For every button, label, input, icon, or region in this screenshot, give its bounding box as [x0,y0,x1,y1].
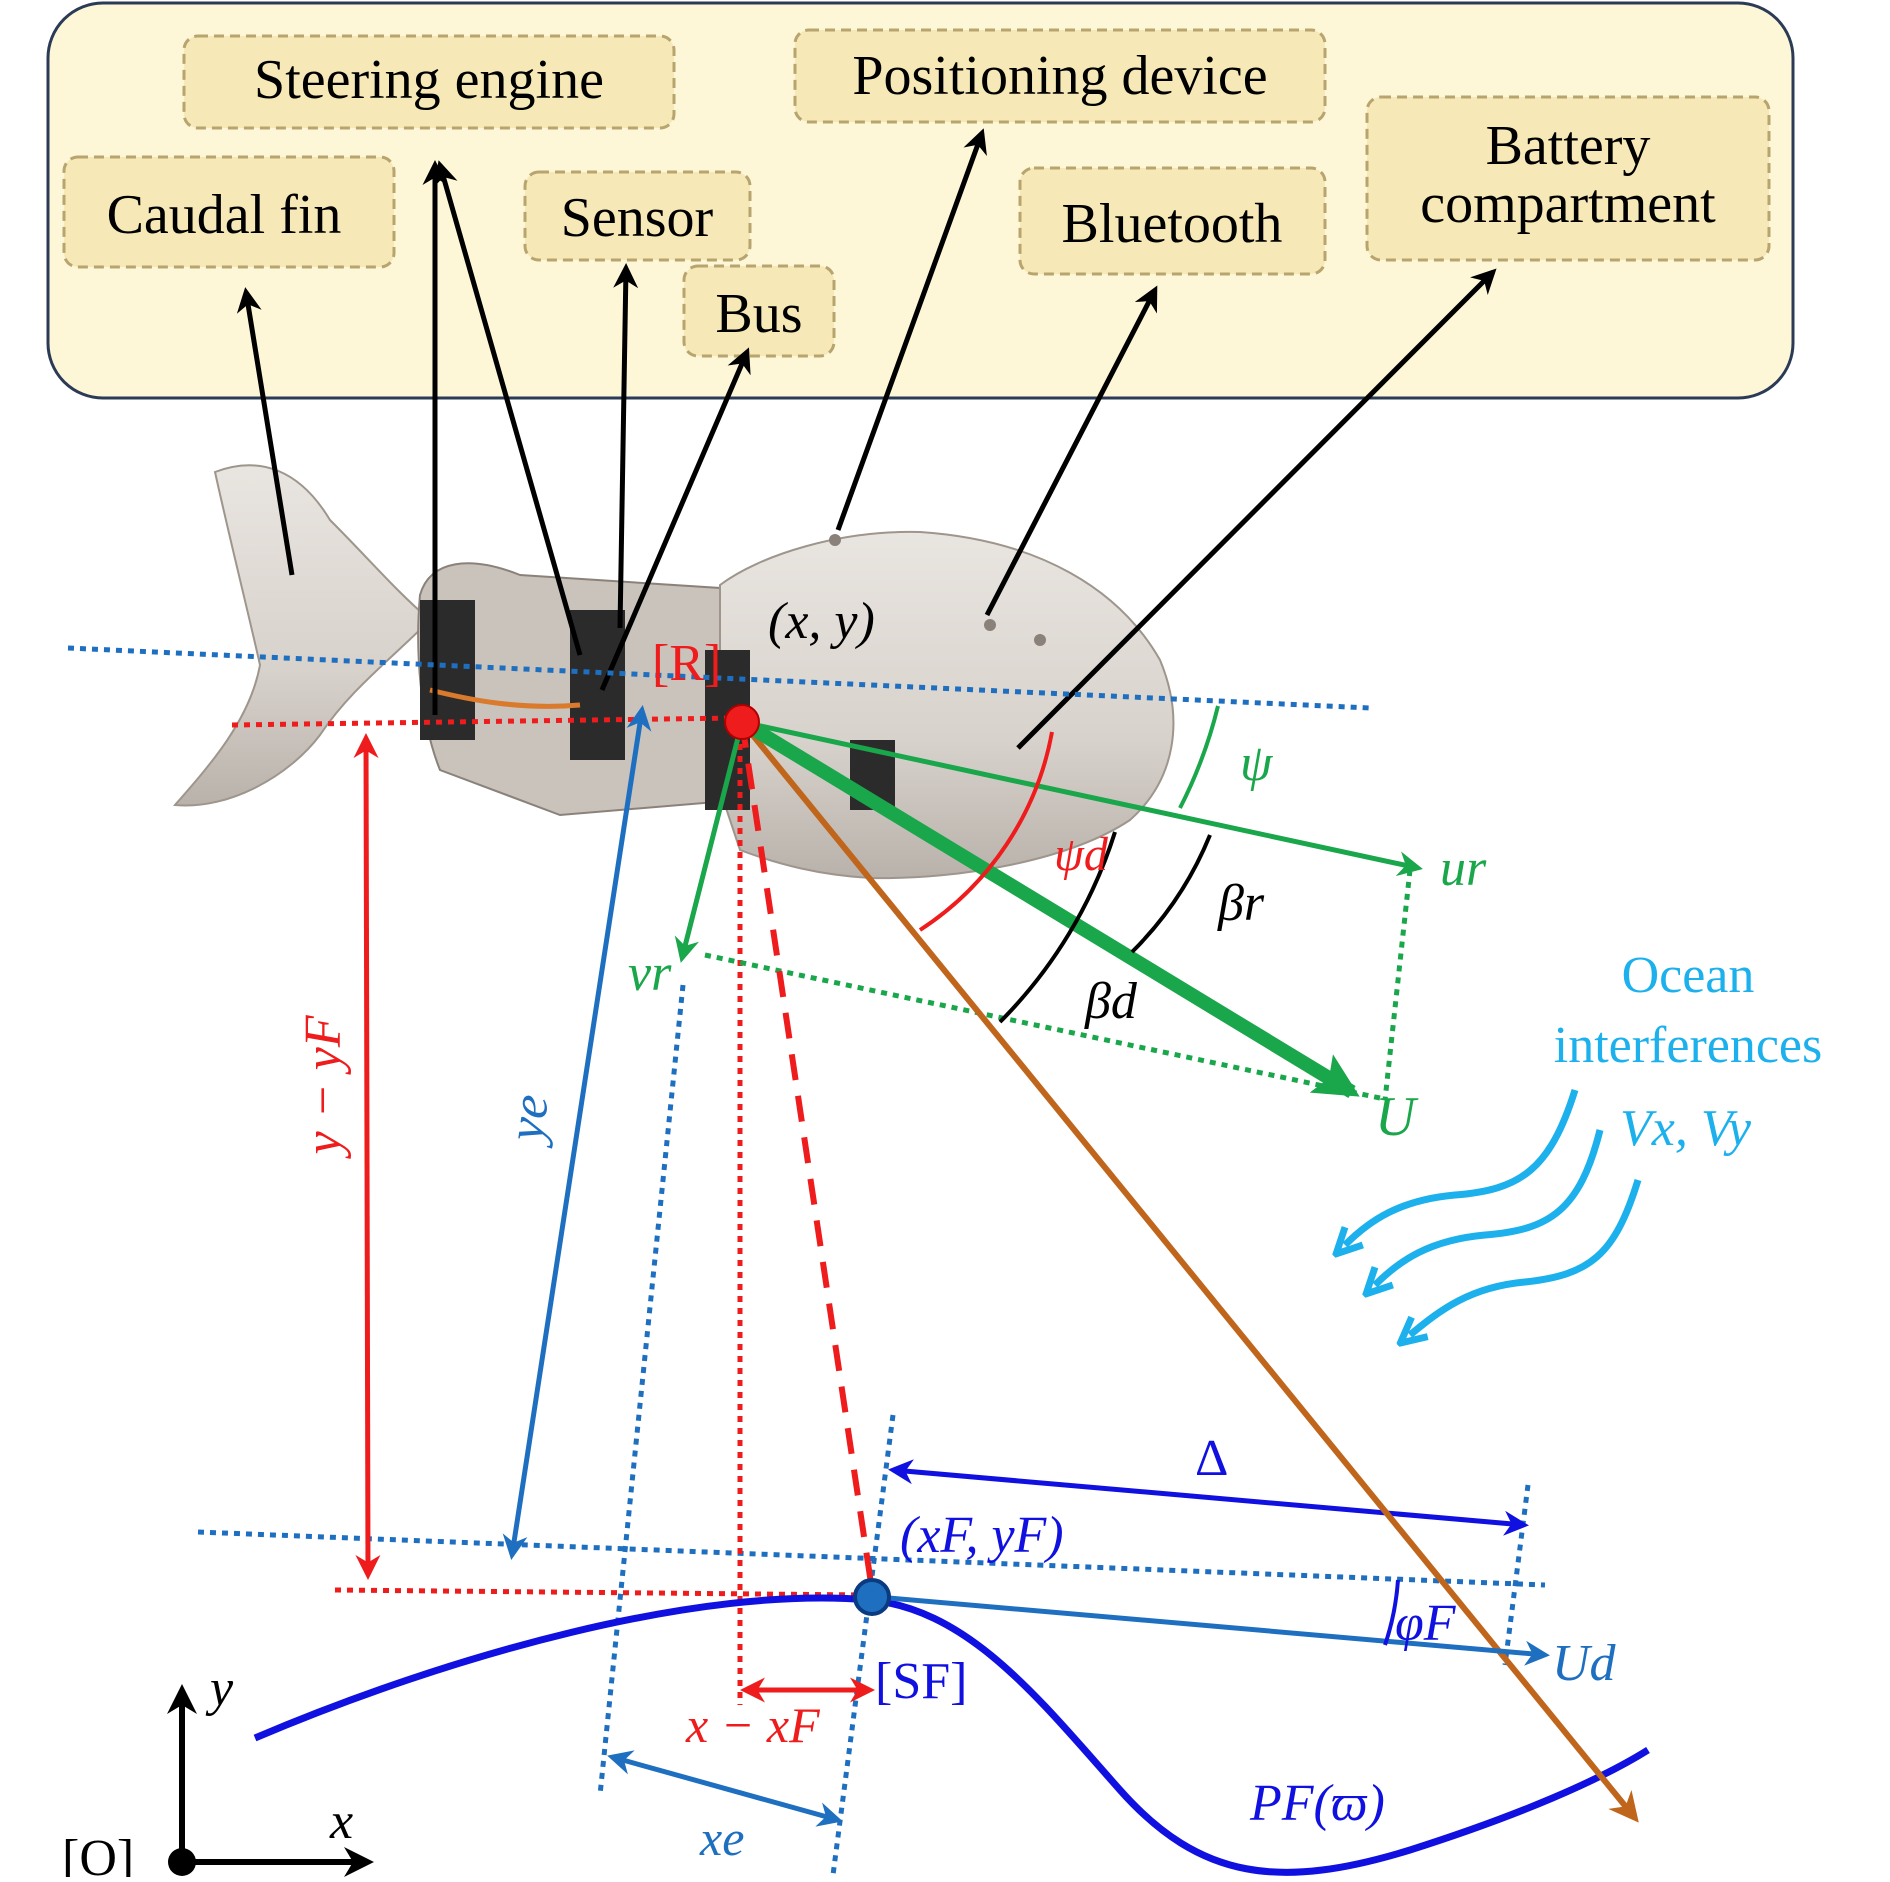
ocean-label-line2: interferences [1554,1017,1822,1074]
U-label: U [1375,1086,1419,1148]
pointer-bluetooth [984,285,1158,617]
math-labels: (x, y) [R] ψ ψd ur vr βr βd U (xF, yF) Δ… [62,593,1822,1882]
robot-fish [172,464,1175,880]
wave-2 [1375,1129,1604,1285]
positioning-device-text: Positioning device [852,45,1267,107]
screw-1 [829,534,841,546]
psi-d-label: ψd [1054,828,1109,881]
pointer-steering-engine-2 [433,160,583,656]
velocity-vectors [674,716,1639,1823]
y-error-label: y − yF [295,1014,352,1159]
ocean-vars-label: Vx, Vy [1620,1100,1752,1157]
screw-3 [1034,634,1046,646]
delta-label: Δ [1195,1430,1228,1487]
vr-label: vr [628,945,672,1002]
positioning-device-label: Positioning device [793,28,1327,124]
inertial-origin-point [168,1848,196,1876]
wave-3 [1410,1178,1642,1335]
los-line [739,721,875,1591]
caudal-fin-label: Caudal fin [62,155,396,269]
battery-line2-text: compartment [1420,173,1716,235]
U-vector [738,716,1360,1098]
xe-arrow [607,1750,843,1827]
velocity-box-side [1382,869,1413,1101]
orange-los-vector [739,720,1639,1823]
sf-normal-left [597,984,686,1796]
inertial-y-label: y [205,1660,234,1717]
screw-2 [984,619,996,631]
inertial-frame-label: [O] [62,1830,134,1877]
pointer-positioning-device [835,128,987,531]
pointer-bus [599,347,751,691]
ocean-interferences [1345,1088,1642,1335]
psi-d-arc [918,731,1054,932]
sf-frame-label: [SF] [875,1653,967,1710]
bus-text: Bus [715,283,802,345]
y-error-arrow [353,733,381,1580]
ocean-label-line1: Ocean [1622,947,1755,1004]
beta-r-arc [1130,834,1212,954]
ud-normal [1502,1484,1531,1666]
velocity-box-bottom [704,952,1381,1101]
servo-1 [420,600,475,740]
wave-1 [1345,1088,1579,1245]
pointer-battery [1016,268,1497,750]
delta-arrow [888,1459,1529,1536]
ye-arrow [502,705,652,1560]
desired-path [253,1594,1650,1876]
x-error-label: x − xF [685,1697,820,1753]
reference-lines [67,645,1546,1876]
beta-r-label: βr [1217,875,1265,932]
path-label: PF(ϖ) [1249,1775,1385,1832]
error-arrows [353,705,1529,1827]
psi-label: ψ [1240,735,1274,792]
battery-compartment-label: Battery compartment [1365,95,1771,262]
angle-arcs [918,705,1400,1646]
robot-position-point [724,704,760,740]
sf-normal-right [830,1414,896,1876]
battery-line1-text: Battery [1486,115,1651,177]
bluetooth-text: Bluetooth [1062,193,1283,255]
sf-origin-point [853,1578,891,1616]
Ud-label: Ud [1552,1635,1617,1692]
psi-arc [1178,705,1220,809]
pointer-caudal-fin [236,287,295,576]
ur-vector [741,719,1423,876]
phi-F-arc [1383,1579,1400,1646]
component-labels: Steering engine Positioning device Cauda… [62,28,1771,358]
caudal-fin-shape [172,464,432,807]
beta-d-label: βd [1084,973,1138,1030]
sf-horizontal [334,1587,866,1598]
beta-d-arc [998,831,1117,1024]
inertial-x-label: x [329,1793,353,1850]
path-point-label: (xF, yF) [900,1507,1064,1564]
servo-2 [570,610,625,760]
Ud-vector [877,1594,1550,1666]
xe-label: xe [699,1810,744,1866]
robot-frame-label: [R] [652,635,721,692]
pointer-sensor [613,263,639,629]
sf-tangent-axis [197,1529,1546,1588]
ye-label: ye [497,1091,561,1150]
bluetooth-label: Bluetooth [1018,166,1327,276]
sensor-label: Sensor [523,170,752,262]
steering-engine-label: Steering engine [182,34,676,130]
vr-vector [674,721,745,963]
component-pointers [236,128,1497,750]
ur-label: ur [1440,840,1487,897]
steering-engine-text: Steering engine [254,49,604,111]
bus-label: Bus [682,264,836,358]
head-shape [719,530,1175,880]
caudal-fin-text: Caudal fin [107,184,342,246]
robot-position-label: (x, y) [768,593,875,650]
inertial-frame [167,1684,374,1877]
sensor-text: Sensor [561,187,714,249]
robot-heading-axis [67,645,1371,711]
phi-F-label: φF [1395,1595,1457,1652]
